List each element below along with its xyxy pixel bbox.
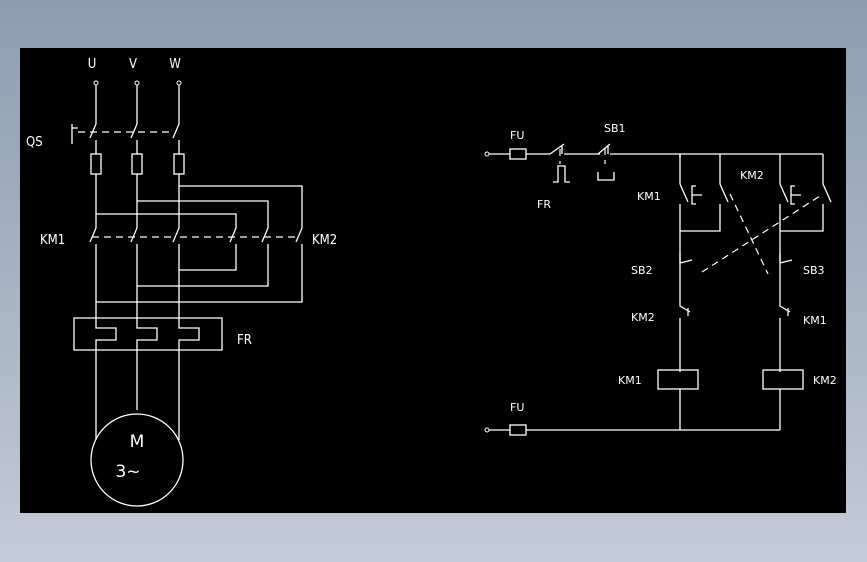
km2-out-u — [96, 244, 303, 303]
km2-out-v — [137, 244, 269, 287]
sb2-nc-contact — [679, 253, 693, 270]
phase-wires-top — [95, 85, 180, 124]
km2-feed-u — [96, 213, 237, 228]
fr-nc-contact — [549, 143, 600, 155]
qs-handle — [71, 124, 78, 144]
km1-interlock-contact — [779, 270, 791, 372]
km2-out-w — [179, 244, 237, 271]
sb1-button — [597, 172, 615, 181]
phase-v-label: V — [129, 57, 137, 72]
fuse-w — [173, 153, 185, 175]
motor-control-diagram: U V W QS KM1 KM2 — [26, 57, 837, 507]
km2-hold-contact — [780, 154, 832, 232]
terminal-l2 — [484, 427, 490, 433]
terminal-l1 — [484, 151, 490, 157]
km2-feed-w — [179, 185, 303, 228]
sb3-nc-contact — [779, 253, 793, 270]
km1-hold-contact — [679, 154, 729, 232]
sb2-no-button — [691, 185, 702, 205]
km1-coil — [657, 369, 699, 390]
km2-interlock-label: KM2 — [631, 311, 655, 324]
fr-elements — [95, 318, 200, 350]
phase-wires-mid — [95, 140, 180, 154]
terminal-u — [93, 80, 99, 86]
fr-thermal-symbol — [553, 165, 570, 183]
coil-returns — [679, 389, 781, 430]
phase-w-label: W — [169, 57, 181, 72]
sb3-no-contact — [779, 154, 789, 263]
km2-contacts — [229, 227, 303, 243]
power-circuit: U V W QS KM1 KM2 — [26, 57, 337, 507]
qs-label: QS — [26, 135, 43, 150]
km2-label: KM2 — [312, 233, 337, 248]
motor-label: M — [130, 432, 145, 452]
phase-u-label: U — [88, 57, 97, 72]
drawing-canvas: U V W QS KM1 KM2 — [20, 48, 846, 513]
fr-label: FR — [237, 333, 252, 348]
fr-contact-label: FR — [537, 198, 551, 211]
km2-interlock-contact — [679, 270, 691, 372]
fuse-top — [509, 148, 527, 160]
km1-interlock-label: KM1 — [803, 314, 827, 327]
motor-leads — [95, 350, 180, 440]
km1-label: KM1 — [40, 233, 65, 248]
control-circuit: FU FR SB1 KM1 KM2 SB2 SB3 — [484, 122, 837, 436]
fuse-v — [131, 153, 143, 175]
interlock-link-b — [729, 193, 769, 275]
km2-hold-label: KM2 — [740, 169, 764, 182]
km2-feed-v — [137, 200, 269, 228]
sb2-label: SB2 — [631, 264, 653, 277]
sb3-no-button — [790, 185, 801, 205]
fr-body — [73, 317, 223, 351]
fuse-bottom — [509, 424, 527, 436]
sb1-contact — [597, 143, 680, 155]
phase-wires-to-fr — [95, 244, 180, 318]
km2-coil-label: KM2 — [813, 374, 837, 387]
sb1-label: SB1 — [604, 122, 626, 135]
motor — [90, 413, 184, 507]
sb2-no-contact — [679, 183, 689, 263]
fuse-top-label: FU — [510, 129, 524, 142]
qs-blades — [89, 123, 180, 139]
km2-coil — [762, 369, 804, 390]
terminal-v — [134, 80, 140, 86]
sb3-label: SB3 — [803, 264, 825, 277]
km1-coil-label: KM1 — [618, 374, 642, 387]
km1-contacts — [89, 227, 180, 243]
km1-hold-label: KM1 — [637, 190, 661, 203]
motor-type-label: 3~ — [115, 462, 140, 482]
fuse-bottom-label: FU — [510, 401, 524, 414]
fuse-u — [90, 153, 102, 175]
terminal-w — [176, 80, 182, 86]
